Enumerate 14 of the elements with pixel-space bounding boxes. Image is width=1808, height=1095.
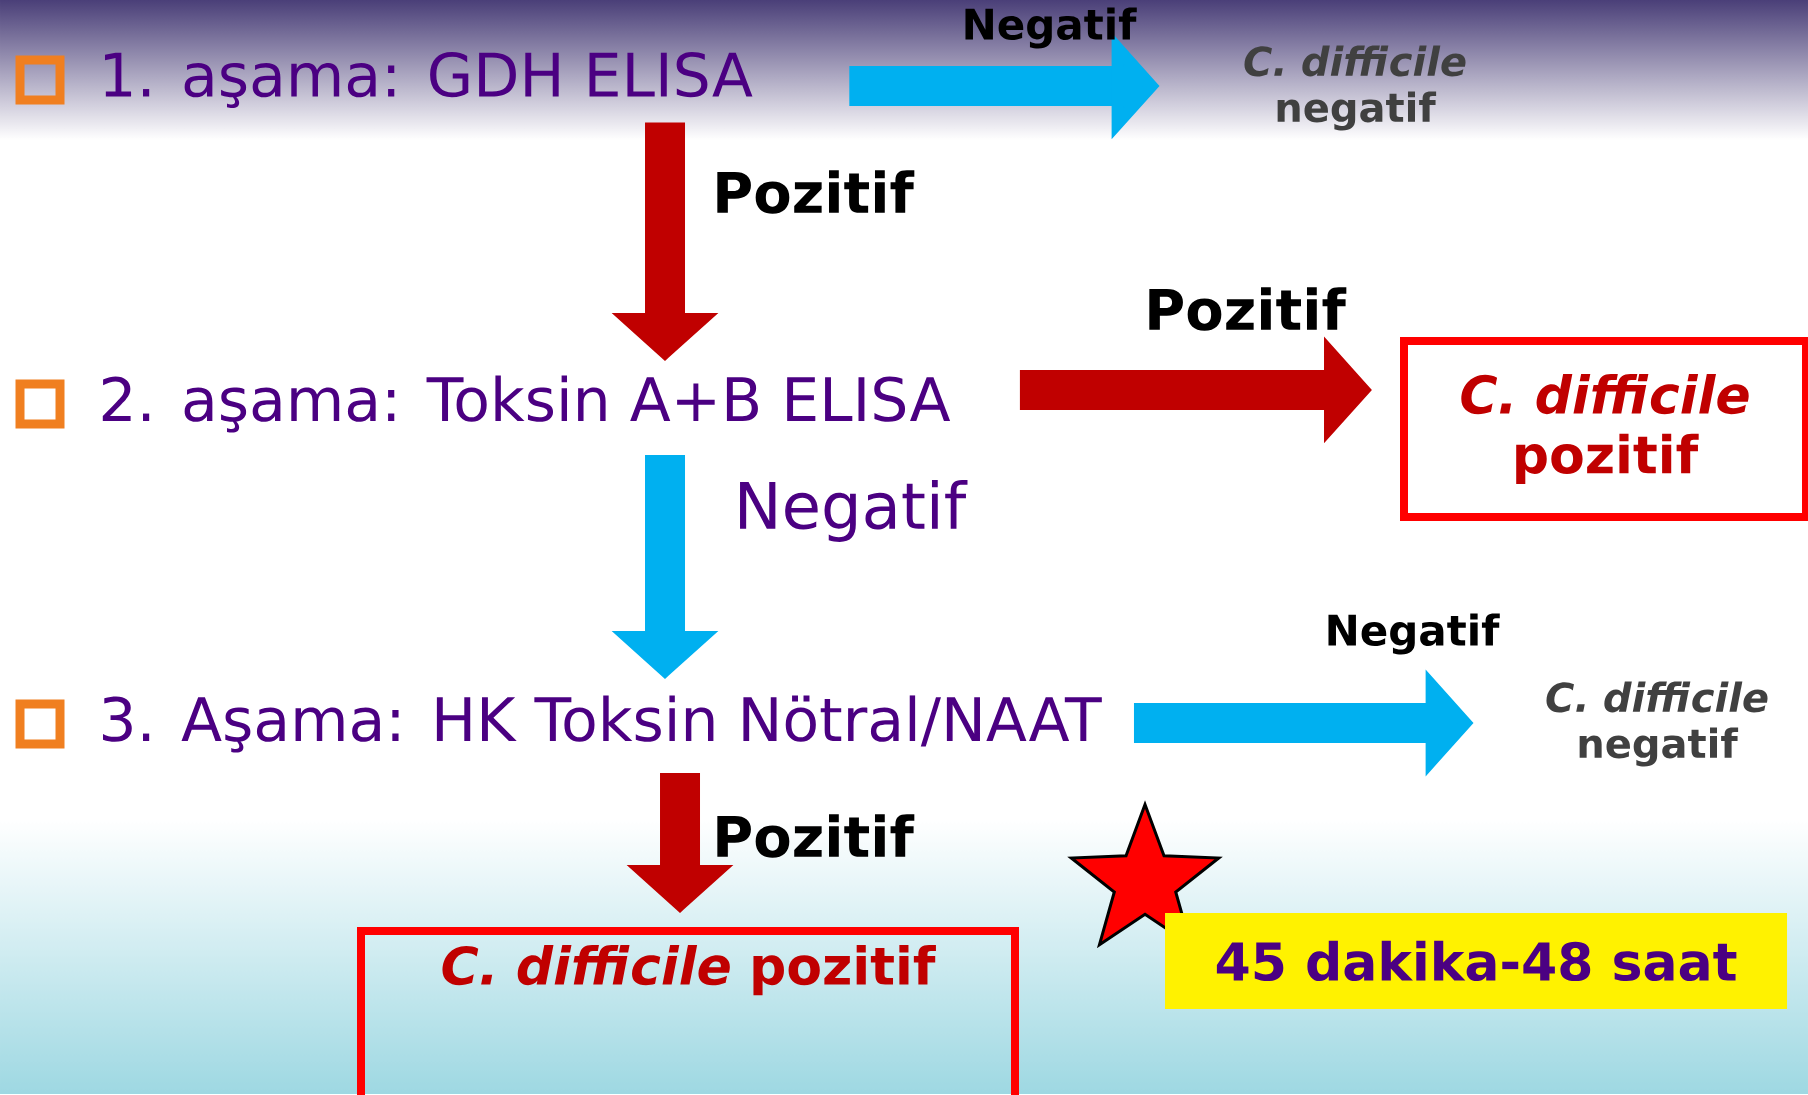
result-text: C. difficile negatif: [1546, 681, 1768, 767]
edge-label: Pozitif: [717, 170, 915, 214]
time-box: 45 dakika-48 saat: [1165, 913, 1787, 1009]
edge-label: Negatif: [740, 480, 968, 542]
edge-label: Negatif: [1328, 613, 1500, 655]
heading-text: 1. aşama: GDH ELISA: [105, 51, 753, 109]
result-text: C. difficile negatif: [1244, 45, 1466, 131]
edge-label: Pozitif: [717, 814, 915, 858]
heading-text: 3. Aşama: HK Toksin Nötral/NAAT: [103, 695, 1102, 753]
edge-label: Negatif: [965, 7, 1137, 49]
edge-label: Pozitif: [1149, 287, 1347, 331]
result-box: C. difficile pozitif: [1400, 337, 1808, 521]
heading-text: 2. aşama: Toksin A+B ELISA: [102, 375, 951, 433]
result-box: C. difficile pozitif: [357, 927, 1019, 1095]
